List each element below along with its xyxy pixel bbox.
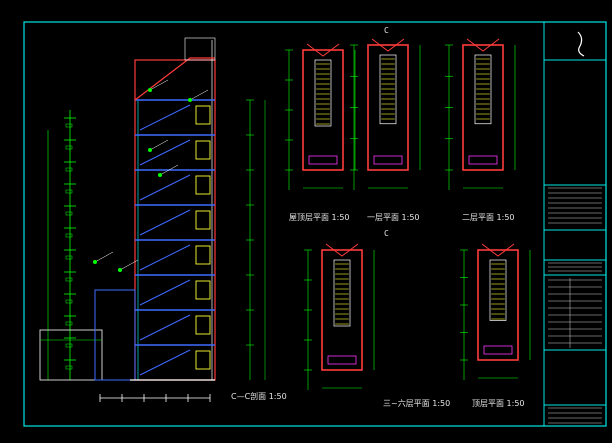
section-outline (134, 59, 216, 381)
door-swing (308, 155, 338, 165)
stair-flight (139, 104, 191, 131)
company-logo-icon (577, 31, 585, 57)
annotation-dot (148, 148, 152, 152)
stair-flight (139, 279, 191, 306)
window (195, 175, 211, 195)
stair-flight (139, 139, 191, 166)
leader-line (159, 164, 179, 176)
dimension-text (65, 365, 73, 370)
window (195, 140, 211, 160)
leader-line (189, 89, 209, 101)
leader-line (149, 139, 169, 151)
leader-line (94, 251, 114, 263)
window (195, 280, 211, 300)
leader-line (119, 259, 139, 271)
plan-walls (321, 249, 363, 371)
roof-plan-title: 顶层平面 1:50 (472, 399, 525, 408)
top-plan-title: 屋顶层平面 1:50 (289, 213, 350, 222)
dimension-text (65, 343, 73, 348)
dimension-text (65, 299, 73, 304)
section-title: C—C剖面 1:50 (231, 392, 287, 401)
annotation-dot (93, 260, 97, 264)
stair-well (474, 54, 492, 125)
first-plan-title: 一层平面 1:50 (367, 213, 420, 222)
first-plan-drawing (350, 38, 421, 190)
door-swing (373, 155, 403, 165)
roof-line (134, 57, 215, 101)
window (195, 210, 211, 230)
floor-plans (285, 38, 531, 390)
window (195, 350, 211, 370)
dimension-text (65, 167, 73, 172)
plan-walls (367, 44, 409, 171)
stair-flight (139, 244, 191, 271)
dimension-text (65, 233, 73, 238)
stair-well (314, 59, 332, 127)
middle-plan-title: 三~六层平面 1:50 (383, 399, 451, 408)
dimension-text (65, 145, 73, 150)
dimension-text (65, 211, 73, 216)
leader-line (149, 79, 169, 91)
annotation-dot (158, 173, 162, 177)
door-swing (483, 345, 513, 355)
axis-marker-middle: C (384, 229, 389, 238)
stair-well (333, 259, 351, 327)
dimension-text (65, 277, 73, 282)
entry-canopy (94, 289, 136, 381)
roof-structure (184, 37, 216, 61)
roof-outline (466, 38, 500, 52)
window (195, 245, 211, 265)
stair-well (489, 259, 507, 321)
annotation-dot (188, 98, 192, 102)
second-plan-title: 二层平面 1:50 (462, 213, 515, 222)
title-block (543, 21, 607, 427)
second-plan-drawing (445, 38, 516, 190)
roof-outline (306, 43, 340, 57)
middle-plan-drawing (304, 243, 375, 390)
plan-walls (477, 249, 519, 361)
roof-plan-drawing (460, 243, 531, 380)
roof-outline (325, 243, 359, 257)
stair-flight (139, 209, 191, 236)
dimension-text (65, 255, 73, 260)
annotation-dot (148, 88, 152, 92)
stair-flight (139, 174, 191, 201)
roof-outline (371, 38, 405, 52)
door-swing (327, 355, 357, 365)
annotation-dot (118, 268, 122, 272)
plan-walls (302, 49, 344, 171)
dimension-text (65, 189, 73, 194)
stair-flight (139, 314, 191, 341)
window (195, 315, 211, 335)
dimension-text (65, 321, 73, 326)
top-plan-drawing (285, 43, 356, 190)
section-view (39, 37, 266, 402)
door-swing (468, 155, 498, 165)
plan-walls (462, 44, 504, 171)
stair-well (379, 54, 397, 125)
dimension-text (65, 123, 73, 128)
window (195, 105, 211, 125)
stair-flight (139, 349, 191, 376)
axis-marker-first: C (384, 26, 389, 35)
roof-outline (481, 243, 515, 257)
annex-outline (39, 329, 103, 381)
